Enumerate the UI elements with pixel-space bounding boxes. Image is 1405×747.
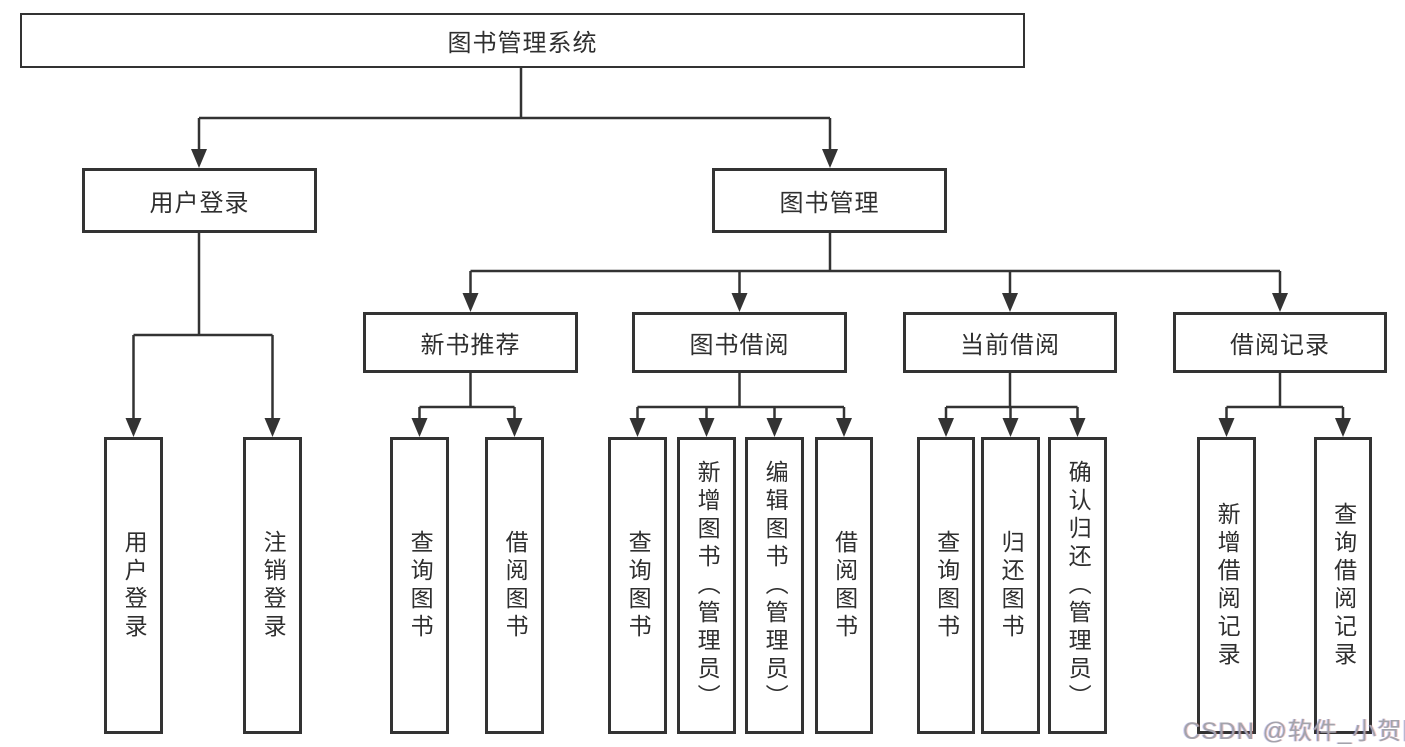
node-user-login-branch-label: 用户登录: [149, 190, 250, 217]
node-user-login-branch: 用户登录: [82, 168, 317, 233]
node-new-book-recommend: 新书推荐: [363, 312, 578, 373]
node-current-borrow-label: 当前借阅: [960, 332, 1060, 359]
node-borrow-record: 借阅记录: [1173, 312, 1387, 373]
node-current-borrow: 当前借阅: [903, 312, 1117, 373]
node-new-book-recommend-label: 新书推荐: [420, 332, 521, 359]
leaf-bb-add-book-admin: 新增图书（管理员）: [677, 437, 736, 734]
leaf-nb-borrow-book: 借阅图书: [485, 437, 544, 734]
leaf-nb-query-book: 查询图书: [390, 437, 449, 734]
node-book-management: 图书管理: [712, 168, 947, 233]
leaf-br-query-record: 查询借阅记录: [1314, 437, 1372, 734]
node-root-label: 图书管理系统: [447, 30, 598, 57]
node-root: 图书管理系统: [20, 13, 1025, 68]
leaf-br-add-record: 新增借阅记录: [1197, 437, 1256, 734]
watermark: CSDN @软件_小贺同学: [1183, 718, 1405, 745]
node-book-borrow-label: 图书借阅: [689, 332, 790, 359]
leaf-bb-borrow-book: 借阅图书: [815, 437, 873, 734]
leaf-cb-confirm-return-admin: 确认归还（管理员）: [1048, 437, 1107, 734]
node-book-management-label: 图书管理: [779, 190, 880, 217]
node-borrow-record-label: 借阅记录: [1230, 332, 1330, 359]
leaf-user-login: 用户登录: [104, 437, 163, 734]
node-book-borrow: 图书借阅: [632, 312, 847, 373]
leaf-logout: 注销登录: [243, 437, 302, 734]
arrowheads: [125, 149, 1351, 437]
leaf-bb-edit-book-admin: 编辑图书（管理员）: [745, 437, 804, 734]
leaf-cb-query-book: 查询图书: [917, 437, 975, 734]
leaf-cb-return-book: 归还图书: [981, 437, 1040, 734]
leaf-bb-query-book: 查询图书: [608, 437, 667, 734]
